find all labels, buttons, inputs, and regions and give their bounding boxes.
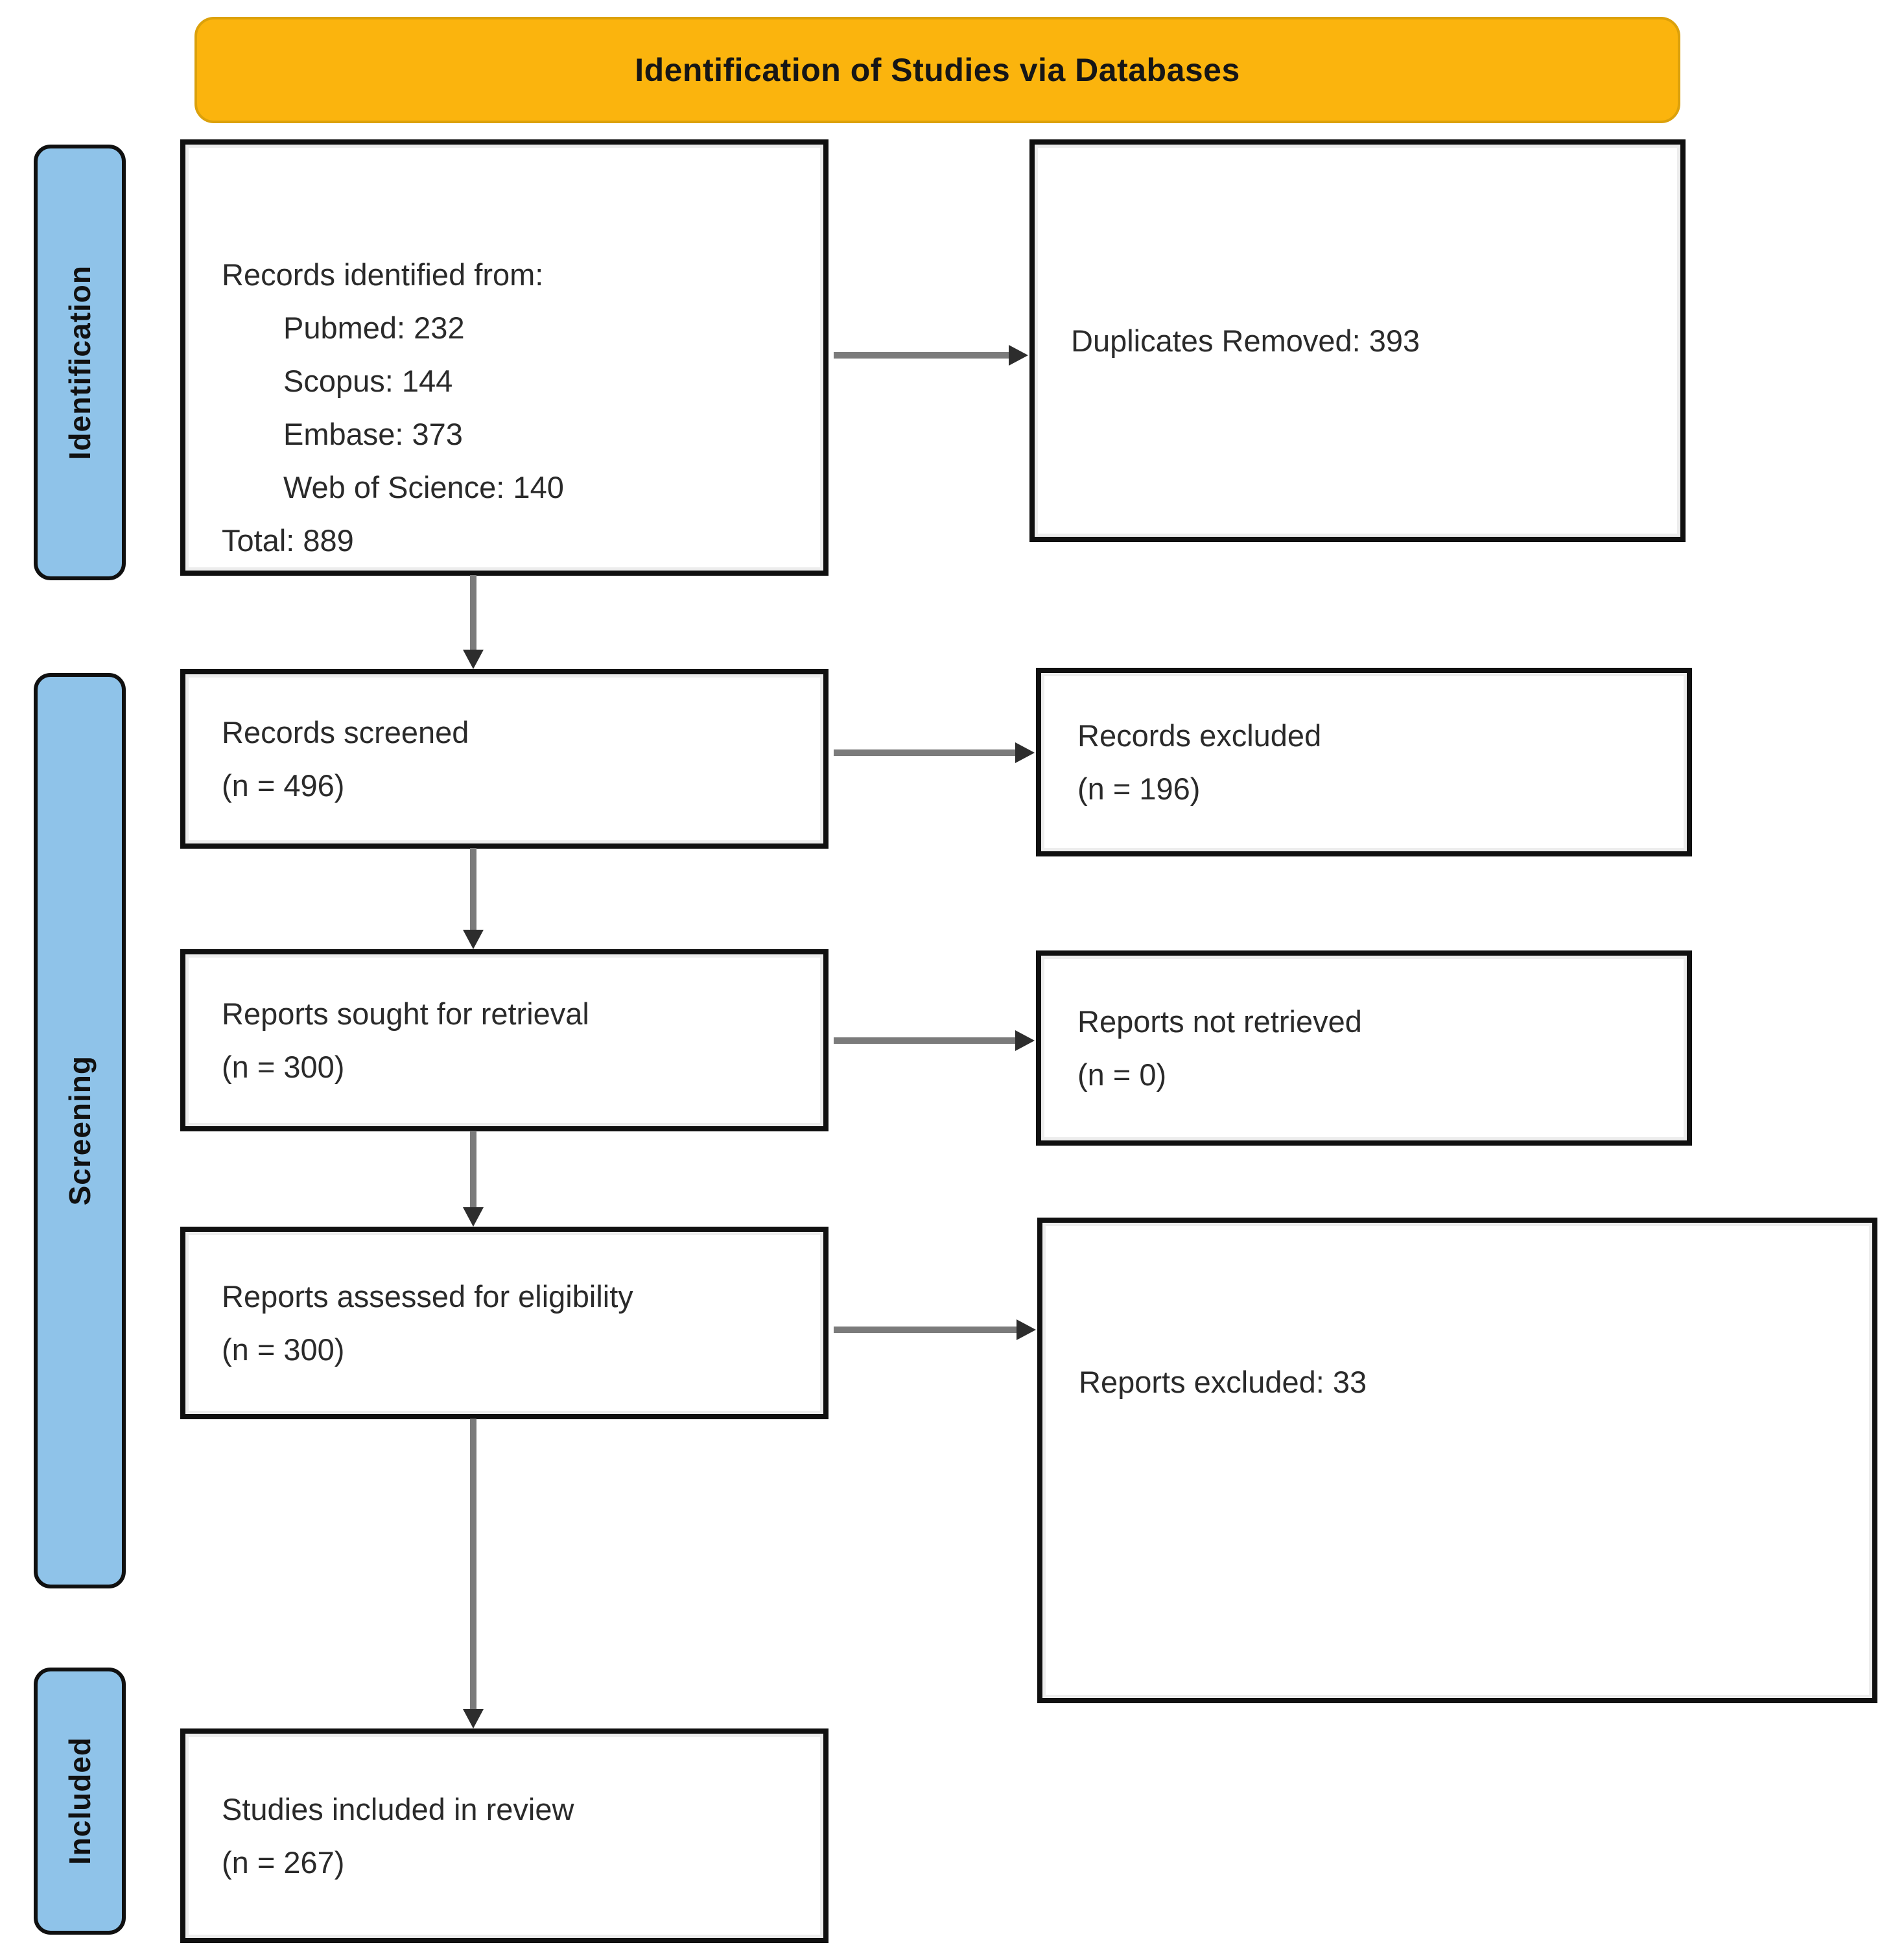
box-text-line: Embase: 373 [283, 417, 463, 451]
box-text-line: Reports not retrieved [1077, 1004, 1362, 1039]
duplicates-removed-box: Duplicates Removed: 393 [1029, 139, 1686, 542]
arrow-right-identified-to-duplicates [834, 345, 1028, 366]
box-text-line: (n = 300) [222, 1332, 345, 1367]
arrow-right-screened-to-excluded [834, 742, 1035, 763]
records-excluded-box: Records excluded (n = 196) [1036, 668, 1692, 856]
box-text-line: Reports assessed for eligibility [222, 1279, 633, 1314]
box-text-line: Records identified from: [222, 257, 544, 292]
records-screened-box: Records screened (n = 496) [180, 669, 829, 849]
reports-not-retrieved-box: Reports not retrieved (n = 0) [1036, 950, 1692, 1146]
arrow-down-assessed-to-included [463, 1419, 484, 1728]
box-text-line: Studies included in review [222, 1791, 574, 1826]
box-text-line: Duplicates Removed: 393 [1071, 323, 1420, 358]
arrow-right-assessed-to-excluded [834, 1319, 1036, 1340]
box-text-line: Pubmed: 232 [283, 311, 465, 345]
stage-label-identification: Identification [34, 145, 126, 580]
reports-sought-box: Reports sought for retrieval (n = 300) [180, 949, 829, 1131]
arrow-right-sought-to-not-retrieved [834, 1030, 1035, 1051]
stage-label-text: Included [63, 1737, 97, 1865]
box-text-line: (n = 196) [1077, 771, 1201, 806]
arrow-down-identified-to-screened [463, 575, 484, 669]
box-text-line: Records excluded [1077, 718, 1322, 753]
arrow-down-screened-to-sought [463, 848, 484, 949]
diagram-title-banner: Identification of Studies via Databases [194, 17, 1680, 123]
box-text-line: Web of Science: 140 [283, 470, 564, 504]
reports-excluded-box: Reports excluded: 33 [1037, 1218, 1877, 1703]
records-identified-box: Records identified from: Pubmed: 232 Sco… [180, 139, 829, 576]
box-text-line: Reports excluded: 33 [1079, 1365, 1367, 1399]
box-text-line: (n = 0) [1077, 1057, 1167, 1092]
reports-assessed-box: Reports assessed for eligibility (n = 30… [180, 1227, 829, 1419]
box-text-line: Scopus: 144 [283, 364, 453, 398]
arrow-down-sought-to-assessed [463, 1131, 484, 1227]
box-text-line: Total: 889 [222, 523, 354, 558]
box-text-line: Records screened [222, 714, 469, 749]
box-text-line: Reports sought for retrieval [222, 996, 589, 1031]
stage-label-screening: Screening [34, 673, 126, 1588]
studies-included-box: Studies included in review (n = 267) [180, 1728, 829, 1943]
stage-label-text: Screening [63, 1056, 97, 1206]
diagram-title: Identification of Studies via Databases [635, 52, 1240, 88]
box-text-line: (n = 496) [222, 768, 345, 803]
box-text-line: (n = 300) [222, 1049, 345, 1084]
stage-label-text: Identification [63, 265, 97, 460]
box-text-line: (n = 267) [222, 1845, 345, 1880]
stage-label-included: Included [34, 1668, 126, 1935]
